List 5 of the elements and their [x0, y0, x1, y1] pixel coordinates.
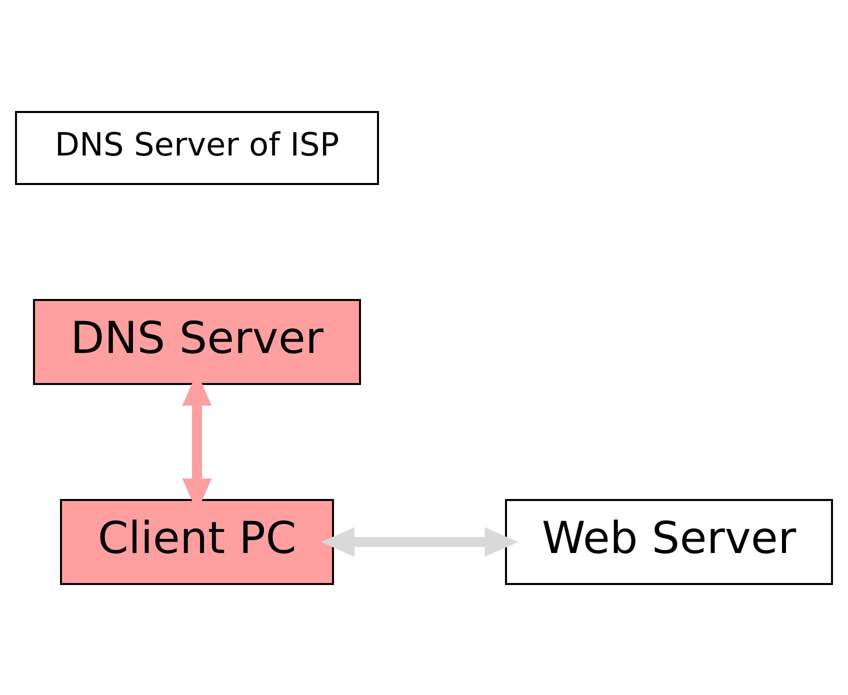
node-box: Web Server — [505, 498, 833, 584]
node-box: Client PC — [60, 498, 334, 584]
arrow — [320, 526, 518, 556]
node-box: DNS Server of ISP — [15, 110, 379, 184]
node-box: DNS Server — [33, 298, 361, 384]
